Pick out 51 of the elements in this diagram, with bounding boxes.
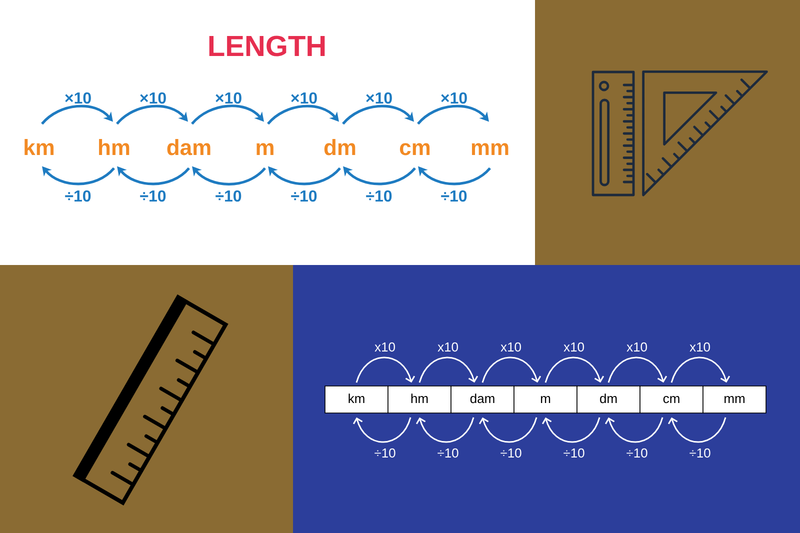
edge-label: x10 xyxy=(500,341,522,353)
unit-cell: km xyxy=(324,386,388,414)
unit-cell: dm xyxy=(576,386,640,414)
edge-label: ÷10 xyxy=(499,447,523,459)
edge-label: ÷10 xyxy=(373,447,397,459)
edge-label: ÷10 xyxy=(688,447,712,459)
edge-label: ÷10 xyxy=(562,447,586,459)
title: LENGTH xyxy=(209,36,325,56)
unit-cell: mm xyxy=(702,386,766,414)
arrow xyxy=(542,417,600,443)
edge-label: ÷10 xyxy=(364,189,394,203)
arrow xyxy=(356,356,416,383)
arrow xyxy=(418,356,478,383)
edge-label: x10 xyxy=(436,341,460,353)
edge-label: x10 xyxy=(626,341,648,353)
arrow xyxy=(342,104,414,125)
arrow xyxy=(191,104,264,125)
edge-label: ÷10 xyxy=(290,189,318,203)
unit-cell: dam xyxy=(450,386,514,414)
unit-label: m xyxy=(256,143,274,155)
edge-label: x10 xyxy=(562,341,586,353)
unit-label: cm xyxy=(400,143,430,156)
arrow xyxy=(478,417,538,443)
edge-label: ÷10 xyxy=(625,447,649,459)
edge-label: ÷10 xyxy=(214,189,243,203)
unit-label: mm xyxy=(472,143,508,155)
arrow xyxy=(352,417,412,443)
edge-label: x10 xyxy=(688,341,712,353)
arrow xyxy=(417,104,489,125)
unit-cell: cm xyxy=(640,386,704,414)
edge-label: ÷10 xyxy=(64,189,92,203)
unit-label: dm xyxy=(324,139,356,156)
arrow xyxy=(482,356,542,383)
edge-label: ÷10 xyxy=(436,447,460,459)
arrow xyxy=(668,417,726,443)
arrow xyxy=(608,356,668,383)
arrow xyxy=(604,417,664,443)
arrow xyxy=(267,104,339,125)
unit-label: km xyxy=(24,139,54,155)
arrow xyxy=(416,417,474,443)
unit-label: hm xyxy=(99,139,130,155)
arrow xyxy=(116,104,188,125)
edge-label: ÷10 xyxy=(440,189,468,203)
unit-cell: m xyxy=(514,386,578,414)
edge-label: ÷10 xyxy=(138,189,168,203)
arrow xyxy=(670,356,730,383)
edge-label: x10 xyxy=(374,341,396,353)
unit-cell: hm xyxy=(388,386,452,414)
unit-label: dam xyxy=(167,139,210,156)
arrow xyxy=(41,104,113,125)
arrow xyxy=(544,356,604,383)
